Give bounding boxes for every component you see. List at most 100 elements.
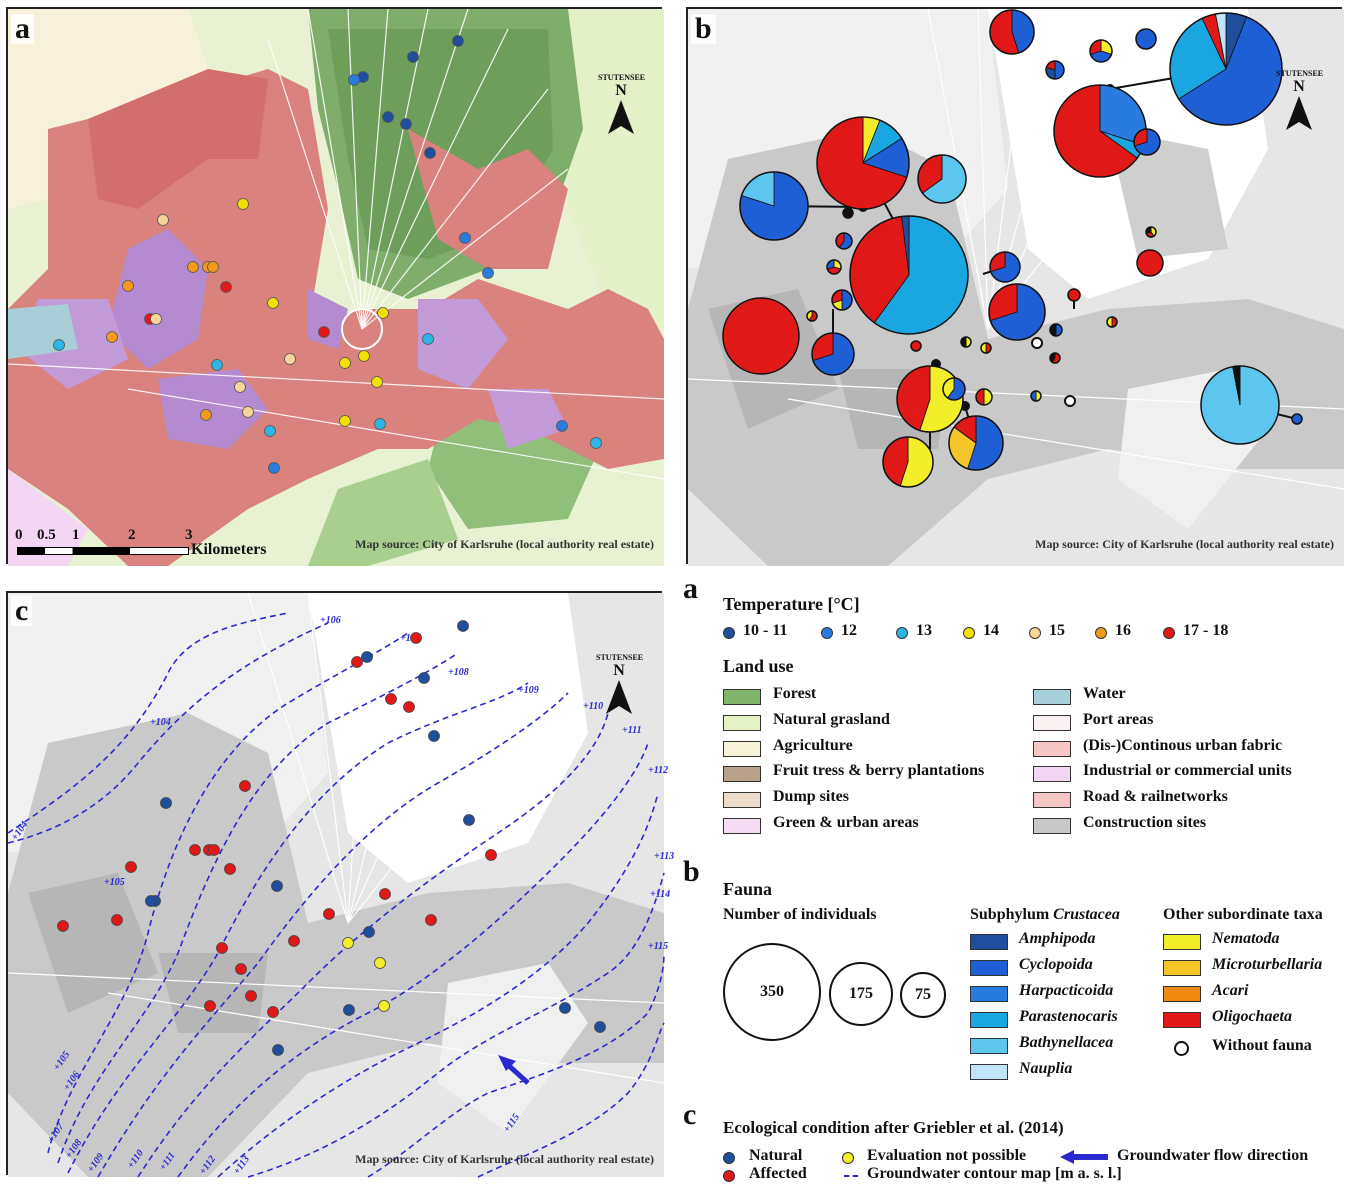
legend-b-letter: b bbox=[683, 855, 700, 888]
contour-label: +114 bbox=[650, 889, 670, 900]
flow-legend-arrow bbox=[1060, 1150, 1108, 1164]
individuals-title: Number of individuals bbox=[723, 906, 877, 923]
fauna-pie bbox=[1169, 12, 1283, 126]
map-source: Map source: City of Karlsruhe (local aut… bbox=[355, 1152, 654, 1166]
contour-label: +105 bbox=[104, 877, 125, 888]
ecology-point bbox=[485, 849, 497, 861]
ecology-point bbox=[457, 620, 469, 632]
fauna-pie bbox=[948, 415, 1004, 471]
fauna-pie bbox=[1291, 413, 1303, 425]
fauna-title: Fauna bbox=[723, 879, 773, 899]
landuse-swatch-l-4 bbox=[723, 792, 761, 809]
map-source: Map source: City of Karlsruhe (local aut… bbox=[355, 537, 654, 551]
other-taxa-label-0: Nematoda bbox=[1212, 930, 1280, 947]
landuse-title: Land use bbox=[723, 656, 794, 676]
landuse-label-r-5: Construction sites bbox=[1083, 814, 1207, 831]
contour-label: Groundwater contour map [m a. s. l.] bbox=[867, 1165, 1122, 1182]
ecology-point bbox=[57, 920, 69, 932]
north-label: N bbox=[1293, 78, 1305, 95]
sample-point-a bbox=[284, 353, 296, 365]
fauna-pie bbox=[816, 116, 910, 210]
fauna-pie bbox=[917, 154, 967, 204]
ecology-point bbox=[425, 914, 437, 926]
map-c-canvas: +104+105+106+107+108+109+110+111+112+113… bbox=[7, 592, 674, 1178]
contour-legend-line bbox=[844, 1175, 858, 1177]
without-fauna-marker bbox=[1174, 1041, 1189, 1056]
fauna-pie bbox=[849, 215, 969, 335]
sample-point-a bbox=[268, 462, 280, 474]
contour-label: +106 bbox=[320, 615, 341, 626]
sample-point-a bbox=[377, 307, 389, 319]
fauna-pie bbox=[835, 232, 853, 250]
landuse-swatch-r-3 bbox=[1033, 766, 1071, 783]
map-b-canvas bbox=[687, 8, 1345, 566]
other-taxa-swatch-1 bbox=[1163, 960, 1201, 976]
sample-point-a bbox=[371, 376, 383, 388]
crustacea-label-4: Bathynellacea bbox=[1019, 1034, 1114, 1051]
legend-a-letter: a bbox=[683, 572, 698, 605]
north-label: N bbox=[613, 662, 625, 679]
map-panel-b[interactable]: b STUTENSEE N Map source: City of Karlsr… bbox=[686, 7, 1345, 566]
sample-point-a bbox=[374, 418, 386, 430]
landuse-label-l-0: Forest bbox=[773, 685, 817, 702]
temp-label-5: 16 bbox=[1115, 622, 1131, 639]
fauna-pie bbox=[806, 310, 818, 322]
map-panel-a[interactable]: a STUTENSEE N 0 0.5 1 2 3 Kilometers Map… bbox=[6, 7, 665, 566]
fauna-pie bbox=[1200, 365, 1280, 445]
fauna-pie bbox=[1045, 60, 1065, 80]
ecology-point bbox=[323, 908, 335, 920]
contour-label: +115 bbox=[648, 941, 668, 952]
north-arrow: STUTENSEE N bbox=[1276, 69, 1323, 132]
landuse-label-l-5: Green & urban areas bbox=[773, 814, 919, 831]
sample-point-a bbox=[358, 350, 370, 362]
contour-label: +112 bbox=[648, 765, 668, 776]
landuse-swatch-r-0 bbox=[1033, 689, 1071, 705]
temp-marker-6 bbox=[1163, 627, 1175, 639]
fauna-pie bbox=[910, 340, 922, 352]
without-fauna-label: Without fauna bbox=[1212, 1037, 1312, 1054]
not-possible-marker bbox=[842, 1152, 854, 1164]
panel-c-label: c bbox=[11, 596, 33, 626]
ecology-point bbox=[351, 656, 363, 668]
temp-label-1: 12 bbox=[841, 622, 857, 639]
other-taxa-swatch-2 bbox=[1163, 986, 1201, 1002]
ecology-point bbox=[145, 895, 157, 907]
north-arrow: STUTENSEE N bbox=[596, 653, 643, 716]
ecology-point bbox=[111, 914, 123, 926]
contour-label: +104 bbox=[150, 717, 171, 728]
ecology-point bbox=[418, 672, 430, 684]
sample-point-a bbox=[382, 111, 394, 123]
fauna-pie bbox=[988, 283, 1046, 341]
landuse-label-r-0: Water bbox=[1083, 685, 1126, 702]
fauna-pie bbox=[739, 171, 809, 241]
sample-point-a bbox=[234, 381, 246, 393]
ecology-point bbox=[463, 814, 475, 826]
size-circle-75: 75 bbox=[900, 972, 946, 1018]
panel-a-label: a bbox=[11, 14, 34, 44]
landuse-swatch-l-1 bbox=[723, 714, 761, 731]
fauna-pie bbox=[1089, 39, 1113, 63]
ecology-point bbox=[594, 1021, 606, 1033]
fauna-pie bbox=[980, 342, 992, 354]
fauna-pie bbox=[826, 259, 842, 275]
ecology-point bbox=[239, 780, 251, 792]
north-label: N bbox=[615, 82, 627, 99]
ecology-point bbox=[245, 990, 257, 1002]
fauna-pie bbox=[842, 207, 854, 219]
contour-label: +109 bbox=[518, 685, 539, 696]
other-taxa-label-1: Microturbellaria bbox=[1212, 956, 1323, 973]
ecology-point bbox=[343, 1004, 355, 1016]
sample-point-a bbox=[242, 406, 254, 418]
temp-marker-0 bbox=[723, 627, 735, 639]
sample-point-a bbox=[339, 357, 351, 369]
crustacea-swatch-1 bbox=[970, 960, 1008, 976]
ecology-point bbox=[216, 942, 228, 954]
map-source: Map source: City of Karlsruhe (local aut… bbox=[1035, 537, 1334, 551]
ecology-title: Ecological condition after Griebler et a… bbox=[723, 1118, 1064, 1137]
ecology-point bbox=[428, 730, 440, 742]
temp-marker-3 bbox=[963, 627, 975, 639]
landuse-label-r-1: Port areas bbox=[1083, 710, 1154, 728]
landuse-swatch-l-5 bbox=[723, 818, 761, 834]
sample-point-a bbox=[187, 261, 199, 273]
map-panel-c[interactable]: +104+105+106+107+108+109+110+111+112+113… bbox=[6, 591, 674, 1178]
